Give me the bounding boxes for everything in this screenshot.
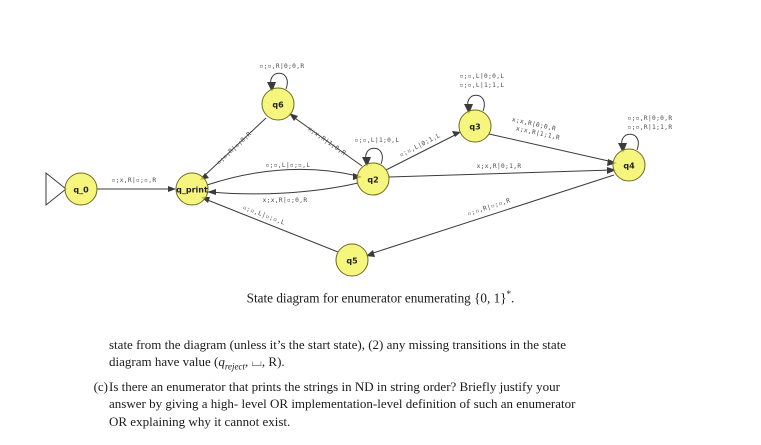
edge-path [206,168,359,186]
node-label-q5: q5 [346,257,358,266]
node-circle[interactable] [335,243,369,277]
caption-text-before: State diagram for enumerator enumerating [246,290,475,306]
paragraph-b-line1: state from the diagram (unless it’s the … [109,337,567,352]
node-label-q2: q2 [367,176,378,185]
edge-label-q0-qprint: ▫;x,R|▫;▫,R [112,177,157,184]
arrowhead-icon [366,250,375,257]
edge-path [385,133,458,171]
math-subscript-reject: reject [224,361,246,372]
edge-qprint-to-q2: ▫;▫,L|▫;▫,L [206,162,362,186]
arrowhead-icon [207,189,216,195]
start-arrow-icon [45,171,67,207]
edge-label-qprint-q2: ▫;▫,L|▫;▫,L [266,162,311,169]
arrowhead-icon [168,186,176,192]
node-label-q3: q3 [469,123,480,132]
node-circle[interactable] [261,87,295,121]
figure-caption: State diagram for enumerator enumerating… [0,289,761,306]
caption-set: {0, 1} [474,290,507,306]
edge-label-q3-self-2: ▫;▫,L|1;1,L [460,82,505,89]
edge-label-q2-self: ▫;▫,L|1;0,L [355,137,400,144]
edge-path [388,169,613,178]
edge-q0-to-qprint: ▫;x,R|▫;▫,R [97,177,176,192]
arrowhead-icon [267,82,276,92]
edge-path [204,198,339,253]
caption-star: * [506,289,512,299]
node-q0[interactable]: q_0 [64,172,98,206]
edge-q5-to-qprint: ▫;▫,L|▫;▫,L [201,197,339,253]
arrowhead-icon [607,159,617,166]
node-circle[interactable] [175,172,209,206]
node-q4[interactable]: q4 [612,148,646,182]
state-diagram: ▫;x,R|▫;▫,R ▫;▫,R|0;0,R ▫;▫,R|▫;0,R x;x,… [45,63,672,277]
caption-text-after: . [511,290,515,306]
item-c-line1: Is there an enumerator that prints the s… [109,379,560,394]
math-q: q [218,354,225,370]
edge-label-q3-self-1: ▫;▫,L|0;0,L [460,73,505,80]
node-circle[interactable] [64,172,98,206]
edge-label-q2-q6: x;x,R|1;0,R [306,126,347,157]
edge-label-q4-q5: ▫;▫,R|▫;▫,R [467,197,512,218]
node-circle[interactable] [612,148,646,182]
edge-q4-to-q5: ▫;▫,R|▫;▫,R [366,174,615,257]
edge-label-q4-self-1: ▫;▫,R|0;0,R [628,115,673,122]
list-item-c: (c) Is there an enumerator that prints t… [84,378,709,430]
node-q3[interactable]: q3 [458,109,492,143]
arrowhead-icon [607,167,616,174]
paragraph-b-line2-post: , ⌴, R). [245,354,285,370]
edge-label-q2-q4: x;x,R|0;1,R [477,163,522,170]
arrowhead-icon [362,157,371,167]
node-q5[interactable]: q5 [335,243,369,277]
paragraph-b-line2-pre: diagram have value ( [109,354,219,370]
item-c-body: Is there an enumerator that prints the s… [109,378,709,430]
item-c-line3: OR explaining why it cannot exist. [109,413,291,429]
edge-q6-self-loop: ▫;▫,R|0;0,R [260,63,305,92]
node-circle[interactable] [356,162,390,196]
edge-q4-self-loop: ▫;▫,R|0;0,R ▫;▫,R|1;1,R [618,115,672,153]
paragraph-b-continuation: state from the diagram (unless it’s the … [109,336,709,376]
node-label-q0: q_0 [73,186,89,195]
node-q6[interactable]: q6 [261,87,295,121]
edge-q2-to-qprint: x;x,R|▫;0,R [207,182,359,204]
edge-q2-self-loop: ▫;▫,L|1;0,L [355,137,400,167]
edge-q6-to-qprint: ▫;▫,R|▫;0,R [200,117,267,180]
arrowhead-icon [618,143,627,153]
edge-path [488,133,614,163]
edge-q2-to-q4: x;x,R|0;1,R [388,163,616,178]
edge-label-q5-qprint: ▫;▫,L|▫;▫,L [242,204,286,227]
state-diagram-svg: ▫;x,R|▫;▫,R ▫;▫,R|0;0,R ▫;▫,R|▫;0,R x;x,… [45,63,672,277]
edge-path [291,115,363,167]
arrowhead-icon [452,131,461,137]
edge-label-q6-self: ▫;▫,R|0;0,R [260,63,305,70]
node-qprint[interactable]: q_print [175,172,209,206]
edge-label-q4-self-2: ▫;▫,R|1;1,R [628,124,673,131]
edge-q3-self-loop: ▫;▫,L|0;0,L ▫;▫,L|1;1,L [460,73,505,114]
item-marker-c: (c) [93,379,108,394]
edge-path [369,174,615,255]
node-q2[interactable]: q2 [356,162,390,196]
paragraph-b-line2: diagram have value (qreject, ⌴, R). [109,353,709,376]
edge-q3-to-q4: x;x,R|0;0,R x;x,R|1;1,R [488,116,617,166]
node-circle[interactable] [458,109,492,143]
edge-q2-to-q6: x;x,R|1;0,R [289,113,363,167]
edge-path [210,182,359,195]
node-label-qprint: q_print [176,186,208,195]
arrowhead-icon [464,104,473,114]
node-label-q4: q4 [623,162,635,171]
item-c-line2: answer by giving a high- level OR implem… [109,396,576,412]
edge-label-q2-qprint: x;x,R|▫;0,R [263,197,308,204]
edge-label-q6-qprint: ▫;▫,R|▫;0,R [216,131,254,167]
node-label-q6: q6 [272,101,284,110]
edge-path [202,117,267,178]
arrowhead-icon [289,113,298,121]
